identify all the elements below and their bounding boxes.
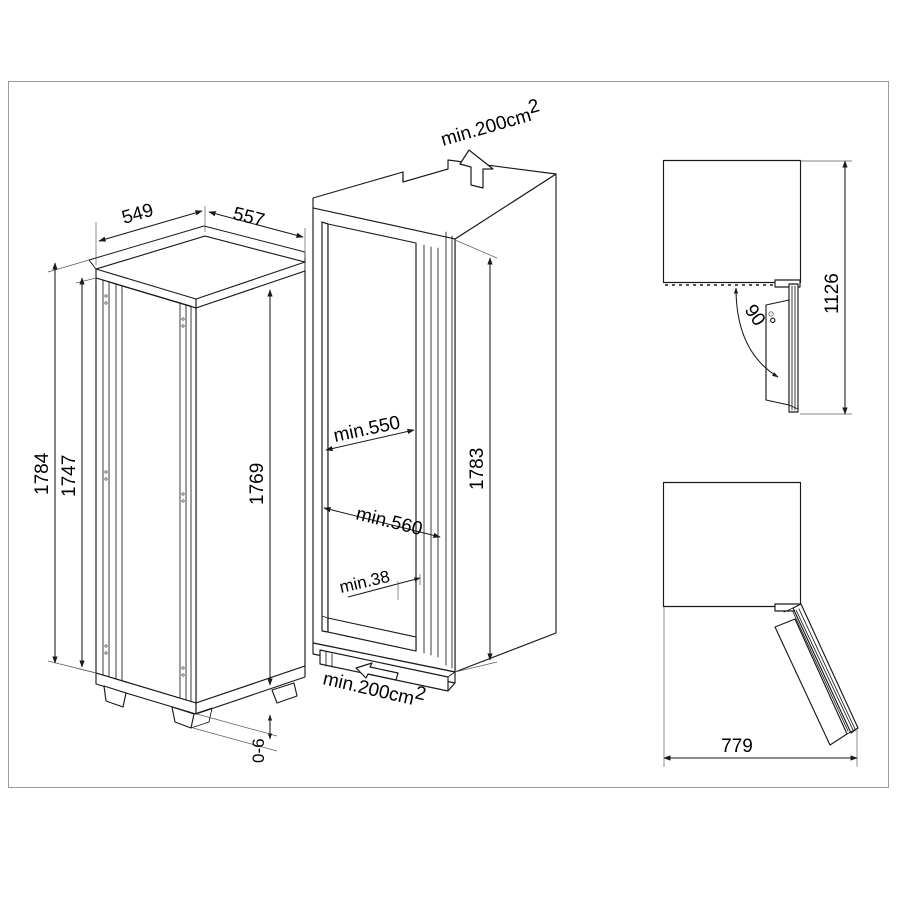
niche-inner-floor-front-edge (321, 615, 329, 619)
appliance-foot-front-right-side (190, 707, 213, 729)
dimline-min560 (323, 507, 441, 538)
appliance-door-top-seam-d (121, 285, 197, 309)
view-door-swing-90: 90° 1126 (662, 159, 852, 415)
open-cabinet-body (662, 481, 802, 608)
swing-cabinet-body (662, 159, 802, 284)
appliance-right-rail-fixings (181, 317, 185, 677)
swing-angle-arc (733, 287, 779, 378)
open-door-gasket-seam2 (798, 608, 856, 730)
niche-inner-floor (327, 617, 417, 652)
ext-1747-top (75, 277, 97, 284)
appliance-foot-front-left (103, 685, 127, 708)
open-door-hinge-seam (783, 607, 794, 613)
swing-door-gasket (788, 283, 799, 413)
vent-bottom-arrow-icon (355, 662, 399, 681)
dimline-min38 (347, 577, 421, 598)
appliance-foot-rear-right (271, 682, 298, 704)
ext-1783-top (454, 239, 498, 259)
dimline-549 (98, 210, 203, 242)
dim-label-1747: 1747 (59, 455, 80, 497)
ext-1783-bot (454, 661, 498, 673)
view-door-open-779: 779 (662, 481, 859, 767)
ext-0-6-a (196, 713, 278, 737)
dim-label-1126: 1126 (822, 273, 843, 314)
swing-door-bottom-cap (788, 404, 799, 410)
view-appliance-isometric: 549 557 1784 1747 1769 0-6 (32, 200, 306, 763)
open-door-inner-edge (792, 611, 849, 732)
niche-plinth-bottom-right (447, 682, 456, 692)
dim-label-1784: 1784 (32, 452, 53, 495)
dim-label-779: 779 (721, 736, 753, 757)
niche-inner-left-wall (321, 221, 329, 633)
appliance-door-front-face (95, 277, 197, 704)
open-door-tip-cap (846, 727, 859, 735)
view-niche-isometric: min.200cm2 min.200cm2 1783 min.550 min.5… (312, 95, 557, 710)
dim-label-0-6: 0-6 (249, 738, 268, 763)
vent-top-arrow-icon (459, 149, 494, 189)
appliance-left-rail-fixings (104, 294, 108, 655)
dim-label-1769: 1769 (247, 463, 268, 505)
niche-plinth-bottom-right2 (447, 671, 456, 678)
niche-top-notch (402, 168, 449, 183)
dimline-557 (208, 211, 304, 238)
ext-0-6-b (192, 727, 278, 752)
dim-label-1783: 1783 (467, 448, 488, 490)
open-door-gasket-seam1 (795, 609, 854, 731)
dimline-min550 (325, 428, 415, 452)
niche-inner-left-wall-top (321, 221, 329, 225)
ext-1747-bot (75, 667, 97, 674)
niche-right-side-face (454, 173, 557, 673)
